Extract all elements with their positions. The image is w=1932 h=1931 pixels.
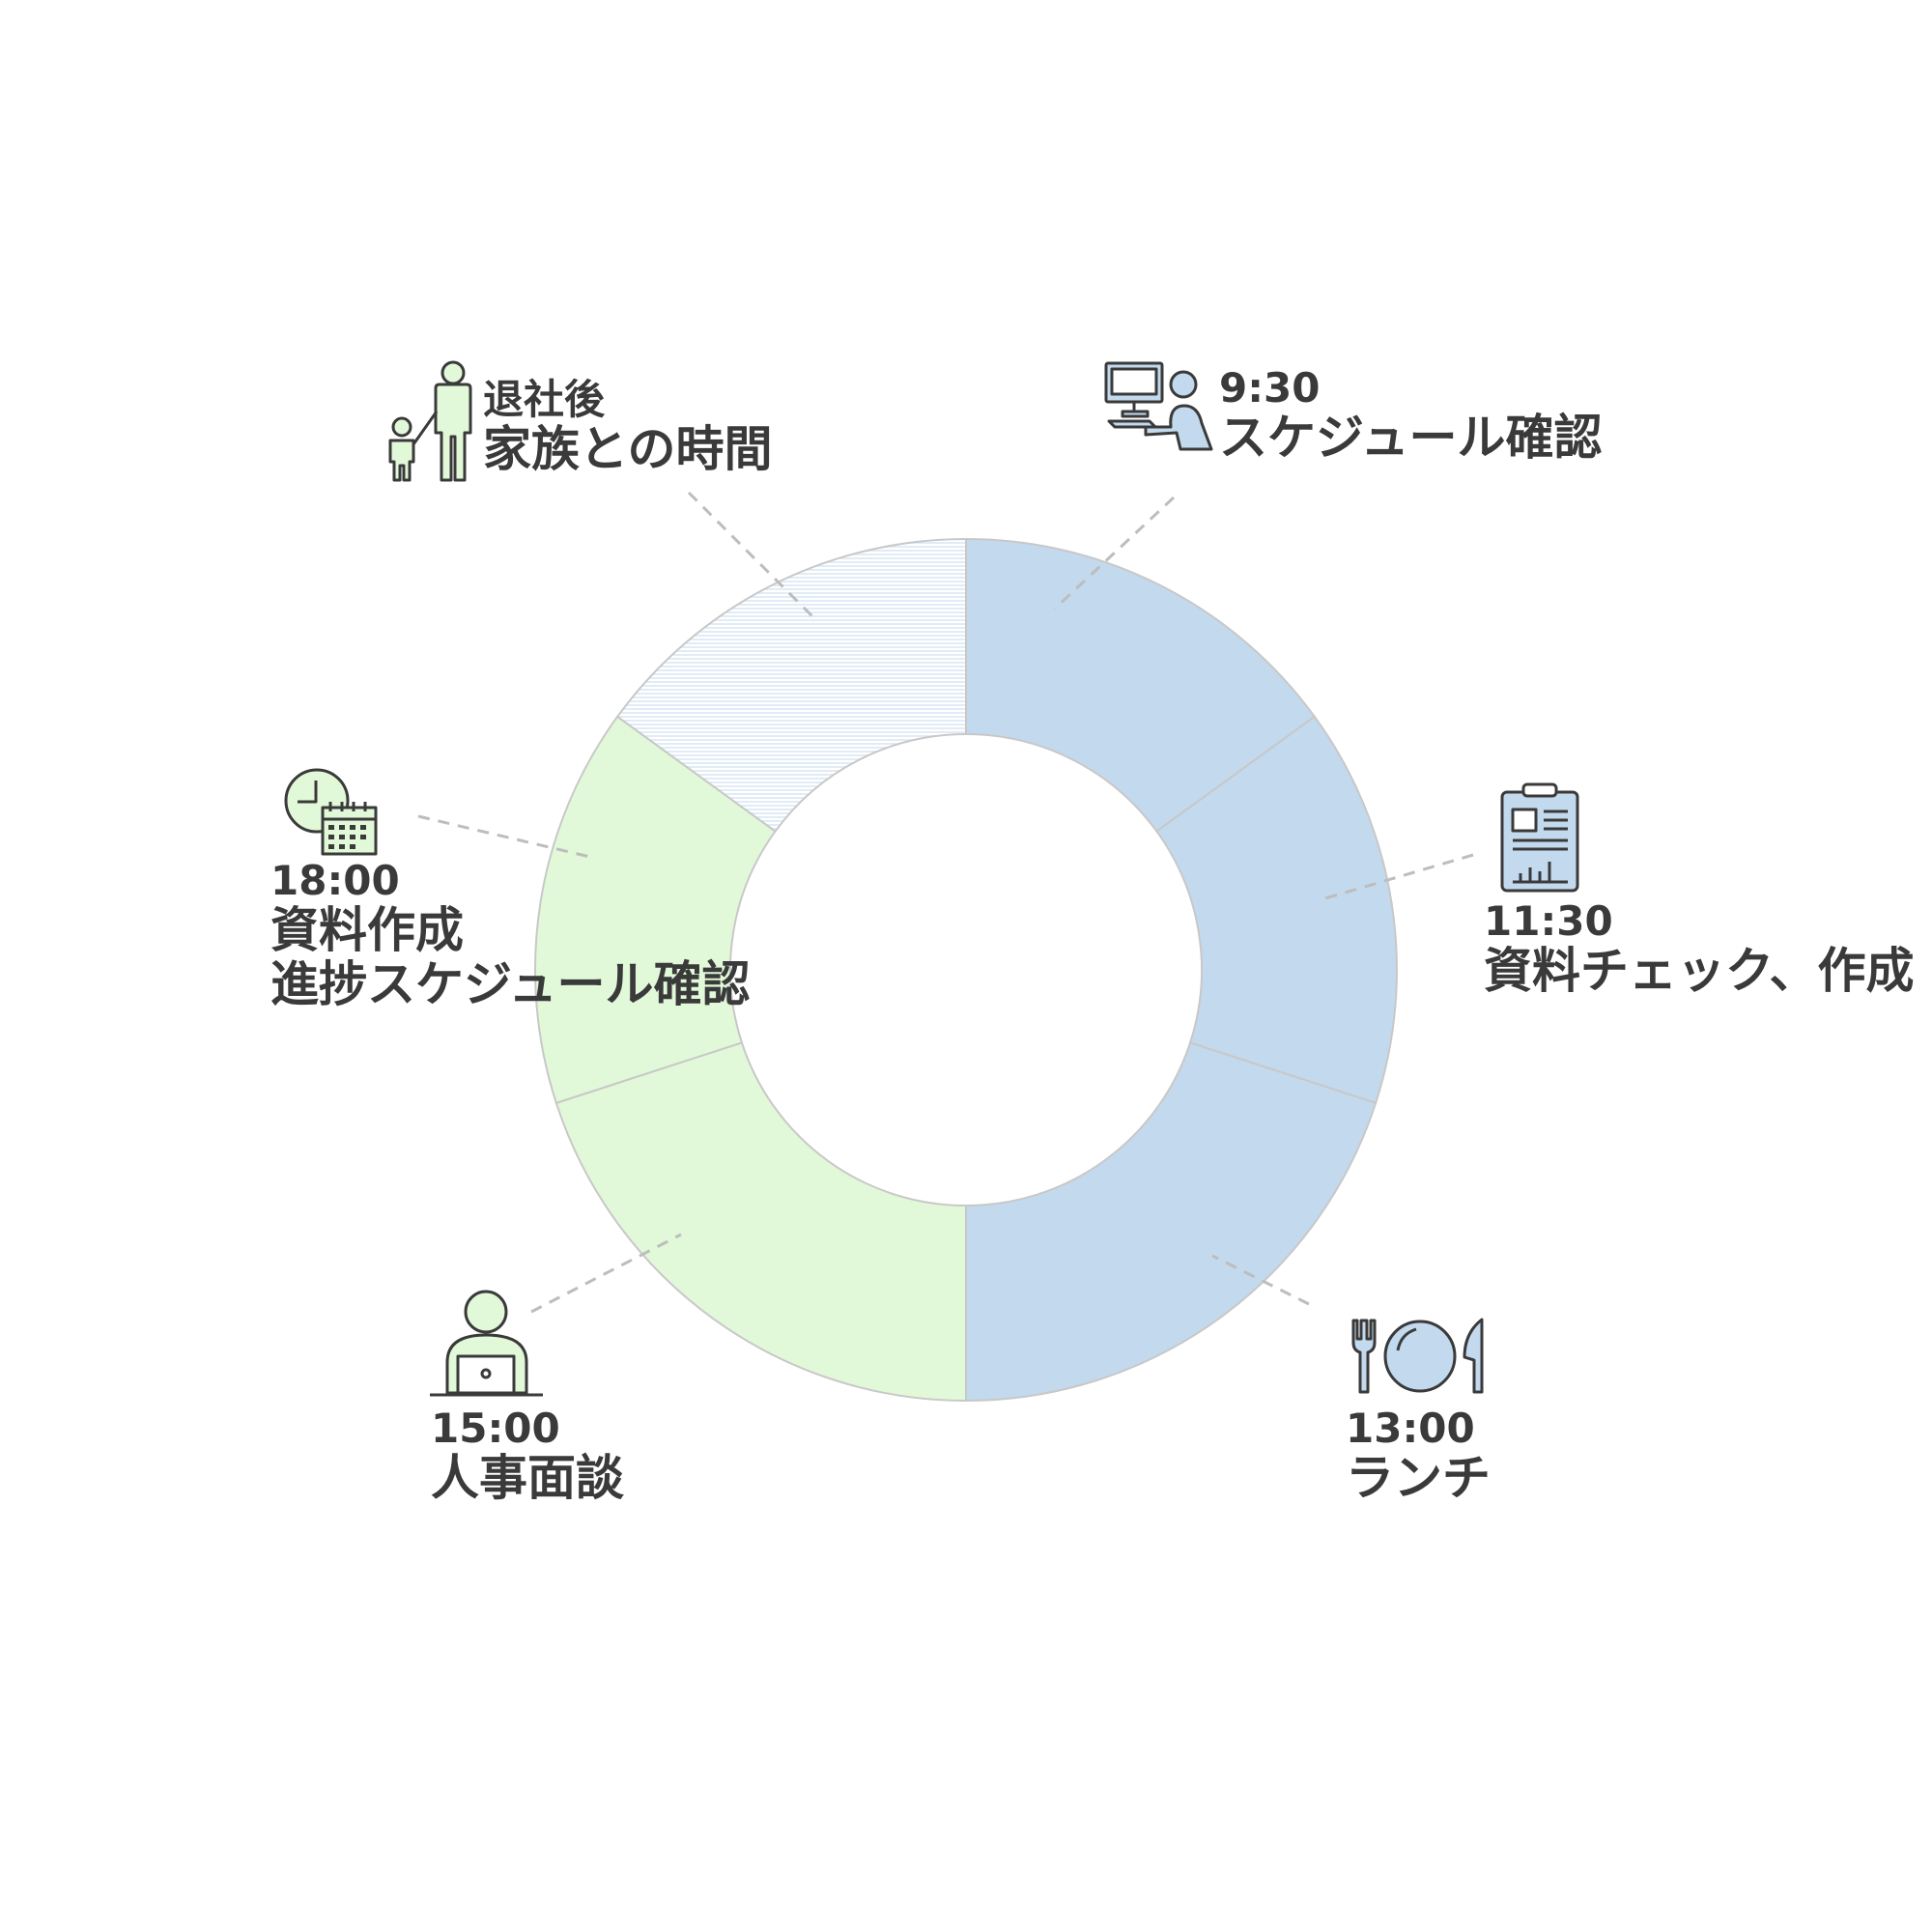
leader-line-seg4 (417, 814, 595, 860)
segment-title: 人事面談 (431, 1450, 624, 1507)
leader-line-seg3 (530, 1233, 682, 1314)
donut-segment-2 (965, 1041, 1378, 1403)
leader-line-seg1 (1324, 853, 1474, 900)
donut-segments (534, 537, 1398, 1403)
segment-label-seg4: 18:00 資料作成 進捗スケジュール確認 (270, 858, 751, 1011)
leader-lines (417, 491, 1474, 1314)
leader-line-seg0 (1053, 496, 1176, 611)
segment-time: 11:30 (1484, 897, 1613, 945)
donut-segment-3 (554, 1041, 967, 1403)
donut-segment-0 (965, 537, 1317, 833)
segment-time: 13:00 (1346, 1405, 1475, 1452)
segment-label-seg2: 13:00 ランチ (1346, 1406, 1491, 1505)
clock-calendar-icon (284, 768, 378, 856)
donut-segment-5 (615, 537, 967, 833)
segment-label-seg1: 11:30 資料チェック、作成 (1484, 898, 1915, 998)
segment-title: ランチ (1346, 1450, 1491, 1507)
segment-title: 資料チェック、作成 (1484, 943, 1915, 1000)
clipboard-report-icon (1500, 782, 1579, 893)
donut-segment-1 (1155, 715, 1398, 1105)
computer-worker-icon (1104, 361, 1213, 451)
leader-line-seg2 (1211, 1254, 1310, 1306)
segment-title: スケジュール確認 (1219, 410, 1603, 467)
donut-segment-4 (534, 715, 777, 1105)
segment-title: 家族との時間 (483, 421, 773, 478)
segment-time: 9:30 (1219, 364, 1321, 412)
segment-title: 資料作成 (270, 902, 464, 959)
segment-time: 18:00 (270, 857, 400, 904)
segment-label-seg3: 15:00 人事面談 (431, 1406, 624, 1505)
plate-cutlery-icon (1351, 1318, 1484, 1394)
segment-label-seg5: 退社後 家族との時間 (483, 377, 773, 476)
parent-child-icon (388, 360, 472, 482)
person-laptop-icon (430, 1290, 543, 1397)
segment-label-seg0: 9:30 スケジュール確認 (1219, 365, 1603, 465)
leader-line-seg5 (687, 491, 816, 620)
segment-time: 15:00 (431, 1405, 560, 1452)
segment-time: 退社後 (483, 376, 606, 423)
segment-subtitle: 進捗スケジュール確認 (270, 956, 751, 1013)
